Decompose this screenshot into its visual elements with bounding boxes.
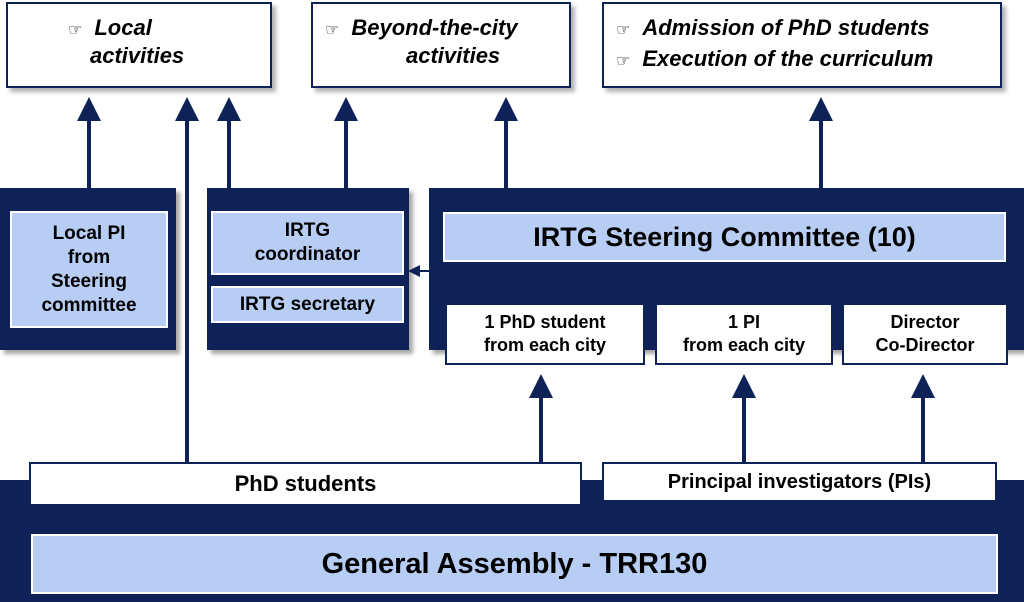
director-line1: Director <box>890 312 960 332</box>
local-pi-line2: from <box>67 246 111 268</box>
beyond-activities-line2: activities <box>406 43 501 68</box>
phd-students-box: PhD students <box>29 462 582 506</box>
steering-committee-title-box: IRTG Steering Committee (10) <box>443 212 1006 262</box>
beyond-city-activities-box: ☞ Beyond-the-city activities <box>311 2 571 88</box>
secretary-label: IRTG secretary <box>239 293 376 315</box>
beyond-activities-line1: Beyond-the-city <box>351 15 518 40</box>
phd-student-rep-box: 1 PhD student from each city <box>445 303 645 365</box>
pointing-hand-icon: ☞ <box>68 22 83 39</box>
irtg-coordinator-box: IRTG coordinator <box>211 211 404 275</box>
steering-committee-title: IRTG Steering Committee (10) <box>533 221 916 252</box>
local-activities-line1: Local <box>94 15 152 40</box>
local-pi-line1: Local PI <box>52 222 126 244</box>
pis-label: Principal investigators (PIs) <box>667 470 932 493</box>
coordinator-line1: IRTG <box>284 220 331 241</box>
pi-rep-line2: from each city <box>682 335 806 355</box>
coordinator-line2: coordinator <box>254 244 361 265</box>
local-pi-line3: Steering <box>50 270 128 292</box>
irtg-secretary-box: IRTG secretary <box>211 286 404 323</box>
curriculum-line: Execution of the curriculum <box>642 46 934 71</box>
director-box: Director Co-Director <box>842 303 1008 365</box>
general-assembly-box: General Assembly - TRR130 <box>31 534 998 594</box>
director-line2: Co-Director <box>875 335 975 355</box>
phd-students-label: PhD students <box>234 471 377 496</box>
phd-rep-line1: 1 PhD student <box>484 312 606 332</box>
local-activities-box: ☞ Local activities <box>6 2 272 88</box>
admission-line: Admission of PhD students <box>642 15 930 40</box>
phd-rep-line2: from each city <box>483 335 607 355</box>
local-pi-box: Local PI from Steering committee <box>10 211 168 328</box>
local-pi-line4: committee <box>41 294 137 316</box>
pi-rep-box: 1 PI from each city <box>655 303 833 365</box>
admission-curriculum-box: ☞ Admission of PhD students ☞ Execution of… <box>602 2 1002 88</box>
principal-investigators-box: Principal investigators (PIs) <box>602 462 997 502</box>
pointing-hand-icon: ☞ <box>325 22 340 39</box>
pi-rep-line1: 1 PI <box>727 312 760 332</box>
local-activities-line2: activities <box>90 43 185 68</box>
pointing-hand-icon: ☞ <box>616 22 631 39</box>
pointing-hand-icon: ☞ <box>616 53 631 70</box>
general-assembly-label: General Assembly - TRR130 <box>321 547 708 580</box>
